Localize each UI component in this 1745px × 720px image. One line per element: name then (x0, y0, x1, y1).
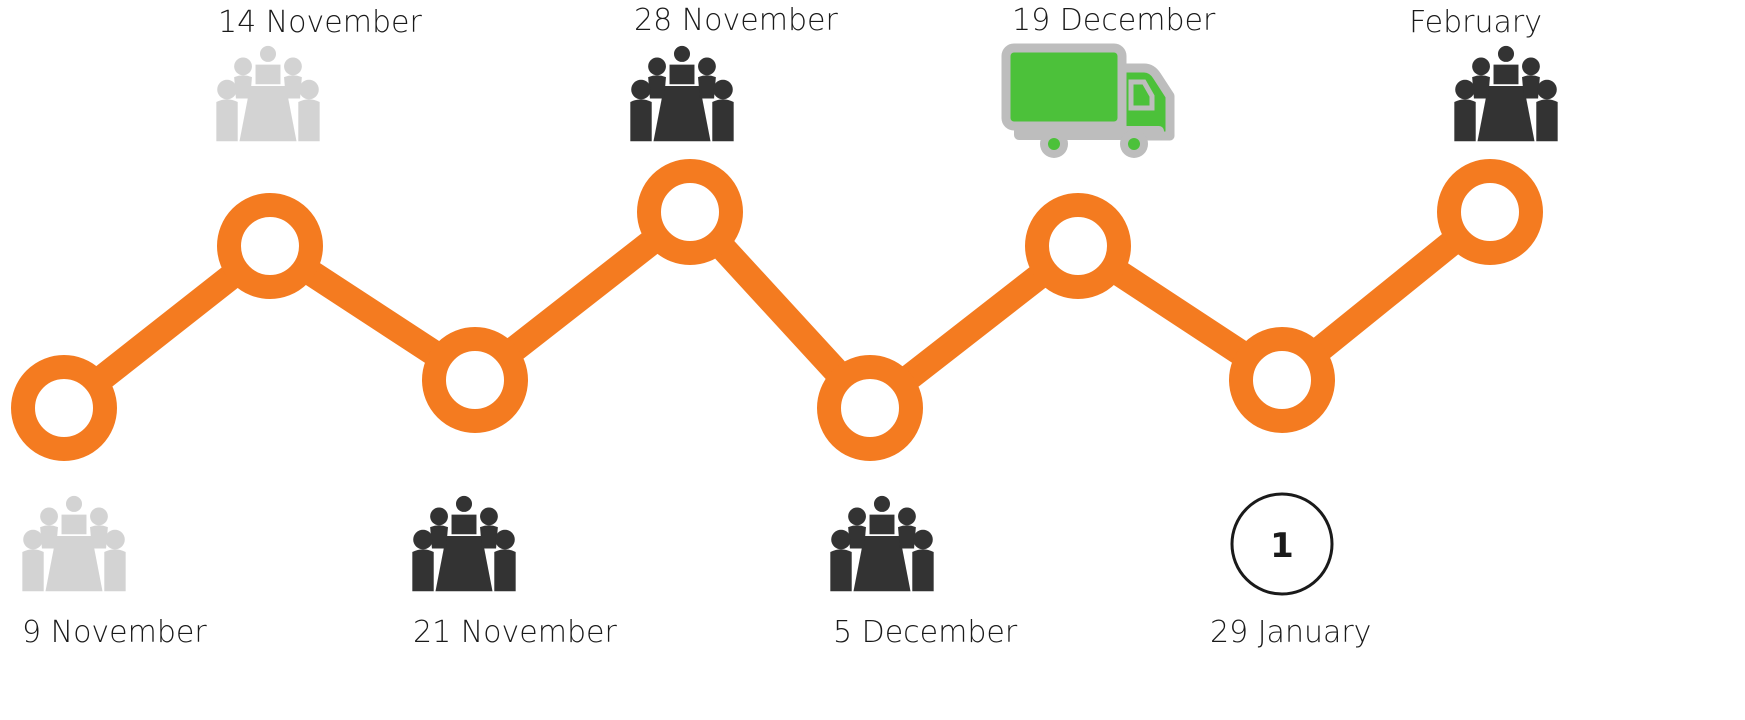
milestone-date-label: 14 November (218, 5, 422, 40)
milestone-node (637, 159, 743, 265)
milestone-date-label: 19 December (1012, 3, 1216, 38)
meeting-icon (22, 495, 126, 592)
milestone-date-label: 28 November (634, 3, 838, 38)
meeting-icon (216, 45, 320, 142)
meeting-icon (412, 495, 516, 592)
numbered-badge-icon: 1 (1230, 492, 1334, 596)
milestone-node (11, 355, 117, 461)
milestone-date-label: 21 November (413, 615, 617, 650)
milestone-node (817, 355, 923, 461)
milestone-date-label: 9 November (22, 615, 207, 650)
milestone-node (217, 193, 323, 299)
meeting-icon (630, 45, 734, 142)
meeting-icon (1454, 45, 1558, 142)
milestone-node (1437, 159, 1543, 265)
meeting-icon (830, 495, 934, 592)
milestone-node (1229, 327, 1335, 433)
milestones-layer: 9 November 14 November 21 November 28 Novem… (11, 3, 1558, 650)
milestone-date-label: February (1409, 5, 1542, 40)
delivery-truck-icon (1001, 43, 1175, 158)
milestone-date-label: 29 January (1210, 615, 1371, 650)
milestone-date-label: 5 December (833, 615, 1018, 650)
milestone-node (1025, 193, 1131, 299)
badge-number: 1 (1270, 526, 1294, 566)
milestone-node (422, 327, 528, 433)
